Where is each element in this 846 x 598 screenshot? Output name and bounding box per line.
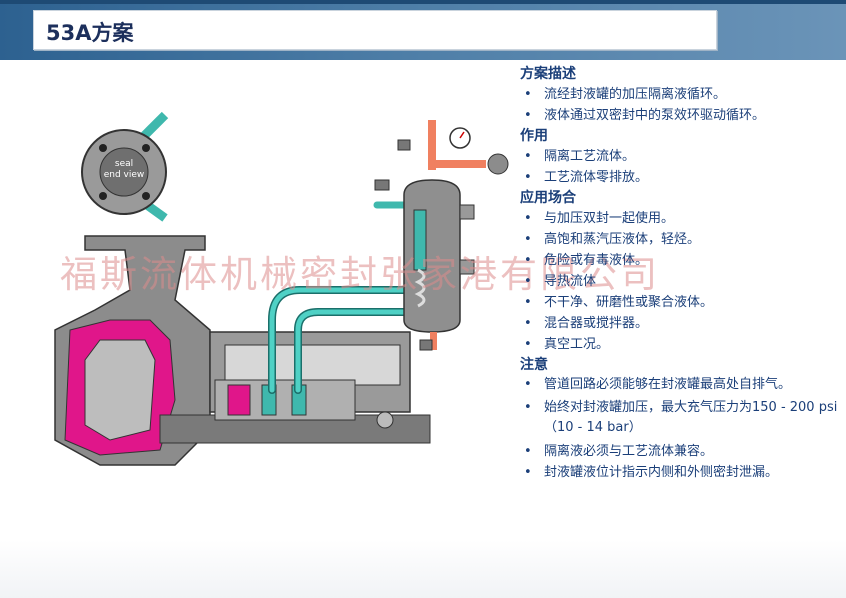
section-heading-notes: 注意	[520, 357, 548, 373]
seal-label-1: seal	[115, 159, 133, 169]
piping-loop	[268, 201, 424, 394]
seal-pot	[374, 120, 509, 351]
drain-valve-icon	[419, 339, 433, 351]
list-item: •流经封液罐的加压隔离液循环。	[524, 87, 727, 102]
plan-53a-diagram: seal end view	[54, 111, 509, 466]
list-item: •隔离液必须与工艺流体兼容。	[524, 444, 714, 459]
list-item: •管道回路必须能够在封液罐最高处自排气。	[524, 377, 792, 392]
valve-icon	[397, 139, 411, 151]
list-item: •液体通过双密封中的泵效环驱动循环。	[524, 108, 766, 123]
bottom-fade	[0, 540, 846, 598]
seal-label-2: end view	[104, 170, 145, 180]
cooling-coil	[414, 268, 426, 308]
list-item: •混合器或搅拌器。	[524, 316, 649, 331]
list-item: •导热流体	[524, 274, 597, 289]
list-item: •真空工况。	[524, 337, 610, 352]
section-heading-function: 作用	[520, 128, 548, 144]
page-title: 53A方案	[46, 21, 134, 45]
bearing-bracket	[159, 331, 431, 444]
level-switch-icon	[459, 259, 475, 275]
seal-hub	[99, 147, 149, 197]
level-switch-icon	[459, 204, 475, 220]
list-item: •与加压双封一起使用。	[524, 211, 675, 226]
watermark: 福斯流体机械密封张家港有限公司	[60, 253, 660, 296]
list-item: •始终对封液罐加压，最大充气压力为150 - 200 psi（10 - 14 b…	[524, 400, 838, 435]
bolt-icon	[142, 192, 150, 200]
list-item: •高饱和蒸汽压液体，轻烃。	[524, 232, 701, 247]
list-item: •隔离工艺流体。	[524, 149, 636, 164]
bolt-icon	[99, 144, 107, 152]
description-panel: 方案描述 •流经封液罐的加压隔离液循环。 •液体通过双密封中的泵效环驱动循环。 …	[520, 64, 842, 483]
regulator-icon	[487, 153, 509, 175]
list-item: •不干净、研磨性或聚合液体。	[524, 295, 714, 310]
bolt-icon	[99, 192, 107, 200]
bolt-icon	[142, 144, 150, 152]
valve-icon	[374, 179, 390, 191]
seal-end-view: seal end view	[81, 111, 169, 222]
list-item: •封液罐液位计指示内侧和外侧密封泄漏。	[524, 465, 779, 480]
title-box: 53A方案	[33, 10, 717, 50]
bearing-icon	[376, 411, 394, 429]
section-heading-applications: 应用场合	[520, 190, 576, 206]
section-heading-description: 方案描述	[520, 66, 576, 82]
header-stripe	[0, 0, 846, 4]
list-item: •危险或有毒液体。	[524, 253, 649, 268]
pump-casing	[54, 235, 211, 466]
list-item: •工艺流体零排放。	[524, 170, 649, 185]
vent-pipe	[428, 120, 436, 170]
